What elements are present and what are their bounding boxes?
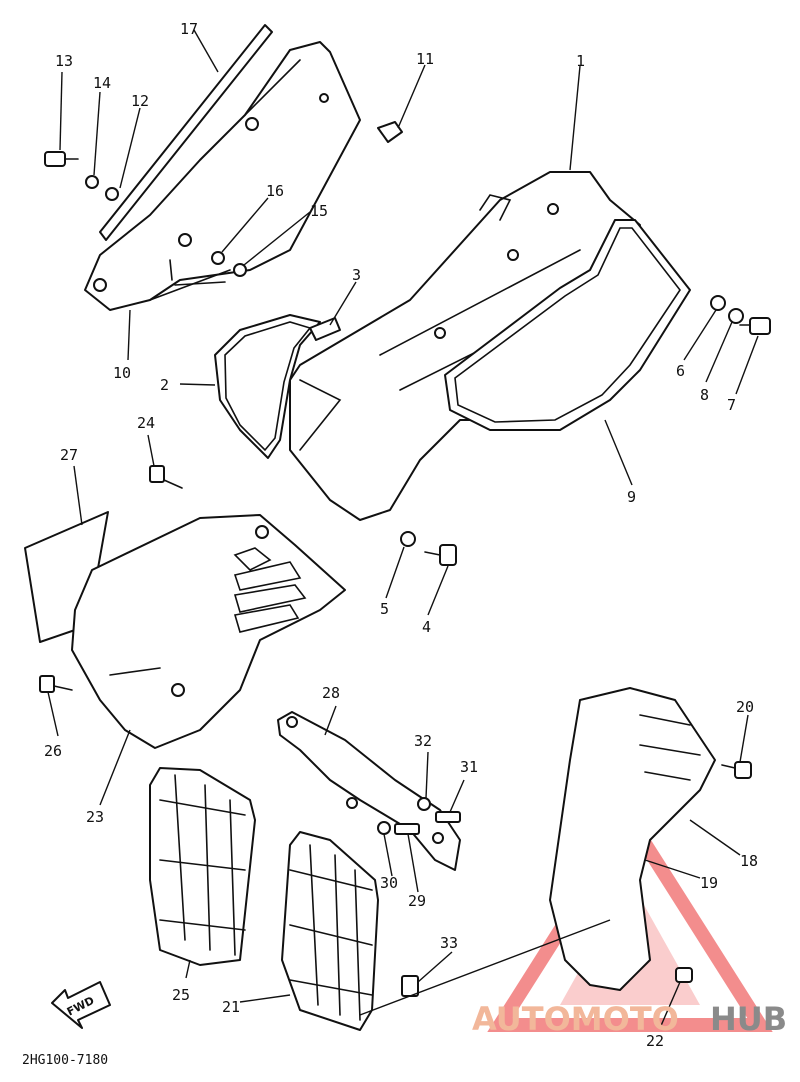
callout-15: 15 xyxy=(310,202,328,220)
watermark-part2: HUB xyxy=(710,1000,787,1038)
callout-18: 18 xyxy=(740,852,758,870)
watermark-part1: AUTOMOTO xyxy=(472,1000,679,1038)
hardware-top-left xyxy=(44,93,403,277)
callout-7: 7 xyxy=(727,396,736,414)
callout-8: 8 xyxy=(700,386,709,404)
callout-23: 23 xyxy=(86,808,104,826)
callout-5: 5 xyxy=(380,600,389,618)
side-cover-23 xyxy=(71,514,346,749)
watermark-text: AUTOMOTO HUB xyxy=(472,1000,787,1038)
hardware-mid xyxy=(400,531,457,566)
callout-1: 1 xyxy=(576,52,585,70)
callout-4: 4 xyxy=(422,618,431,636)
callout-21: 21 xyxy=(222,998,240,1016)
callout-2: 2 xyxy=(160,376,169,394)
callout-10: 10 xyxy=(113,364,131,382)
callout-6: 6 xyxy=(676,362,685,380)
bracket-10 xyxy=(84,41,361,311)
callout-28: 28 xyxy=(322,684,340,702)
callout-25: 25 xyxy=(172,986,190,1004)
leader-lines xyxy=(47,29,759,1029)
fwd-arrow-icon: FWD xyxy=(51,981,111,1029)
bolts-left xyxy=(39,465,183,693)
callout-labels: 13 14 12 17 11 16 15 10 1 3 2 6 8 7 9 24… xyxy=(44,20,758,1050)
callout-13: 13 xyxy=(55,52,73,70)
callout-17: 17 xyxy=(180,20,198,38)
scoop-21 xyxy=(281,831,379,1031)
callout-19: 19 xyxy=(700,874,718,892)
seal-strip-17 xyxy=(99,24,273,241)
callout-31: 31 xyxy=(460,758,478,776)
hardware-plate xyxy=(401,761,752,997)
callout-29: 29 xyxy=(408,892,426,910)
diagram-code: 2HG100-7180 xyxy=(22,1053,108,1068)
callout-20: 20 xyxy=(736,698,754,716)
callout-3: 3 xyxy=(352,266,361,284)
callout-24: 24 xyxy=(137,414,155,432)
callout-32: 32 xyxy=(414,732,432,750)
callout-33: 33 xyxy=(440,934,458,952)
hardware-28-group xyxy=(377,797,461,835)
callout-12: 12 xyxy=(131,92,149,110)
callout-22: 22 xyxy=(646,1032,664,1050)
callout-11: 11 xyxy=(416,50,434,68)
callout-27: 27 xyxy=(60,446,78,464)
callout-14: 14 xyxy=(93,74,111,92)
callout-30: 30 xyxy=(380,874,398,892)
number-plate-18 xyxy=(549,687,716,991)
callout-9: 9 xyxy=(627,488,636,506)
callout-26: 26 xyxy=(44,742,62,760)
callout-16: 16 xyxy=(266,182,284,200)
gasket-9 xyxy=(444,219,691,431)
hardware-right xyxy=(710,295,771,335)
seal-2 xyxy=(214,314,321,459)
scoop-25 xyxy=(149,767,256,966)
pad-3 xyxy=(309,317,341,341)
